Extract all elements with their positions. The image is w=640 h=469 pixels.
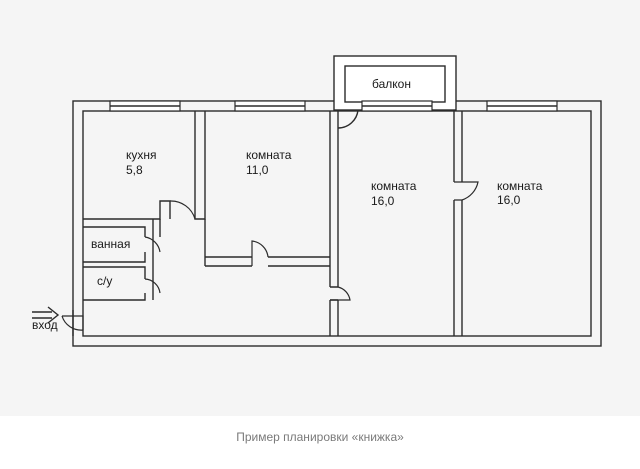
room3-area: 16,0 [497, 193, 521, 207]
bathroom-door [144, 236, 161, 253]
kitchen-area: 5,8 [126, 163, 143, 177]
floor-plan-area: кухня 5,8 комната 11,0 комната 16,0 комн… [32, 55, 602, 347]
room1-door [251, 240, 269, 266]
toilet-bottom [83, 293, 146, 301]
room2-door [330, 286, 351, 301]
entrance-arrow-head [47, 306, 60, 324]
outer-wall-outer [72, 100, 602, 347]
toilet-top [83, 266, 146, 279]
entrance-door [62, 315, 84, 330]
toilet-name: с/у [97, 274, 112, 288]
room1-area: 11,0 [246, 163, 269, 177]
utility-vertical-wall [152, 219, 161, 300]
floor-plan: кухня 5,8 комната 11,0 комната 16,0 комн… [32, 55, 602, 347]
bathroom-top [83, 226, 146, 237]
room1-bottom-wall-right [268, 256, 330, 267]
kitchen-name: кухня [126, 148, 157, 162]
outer-wall-inner [82, 110, 592, 337]
entrance-name: вход [32, 318, 58, 332]
room3-door [454, 181, 479, 201]
bathroom-bottom [83, 252, 146, 263]
entrance-arrow-shaft [32, 311, 52, 319]
room1-name: комната [246, 148, 292, 162]
toilet-door [144, 278, 161, 294]
entrance-door-arc [61, 315, 84, 331]
room1-bottom-wall-left [205, 256, 252, 267]
room2-name: комната [371, 179, 417, 193]
caption: Пример планировки «книжка» [236, 430, 404, 444]
room2-left-wall-lower [329, 286, 339, 336]
room2-area: 16,0 [371, 194, 395, 208]
bathroom-name: ванная [91, 237, 130, 251]
room2-left-wall [329, 111, 339, 287]
room3-left-wall-upper [453, 111, 463, 182]
kitchen-door [169, 200, 196, 220]
kitchen-bottom-wall [83, 200, 171, 220]
balcony-name: балкон [372, 77, 411, 91]
balcony-door [337, 109, 359, 129]
room3-left-wall-lower [453, 200, 463, 336]
room3-name: комната [497, 179, 543, 193]
kitchen-right-wall [194, 111, 206, 220]
